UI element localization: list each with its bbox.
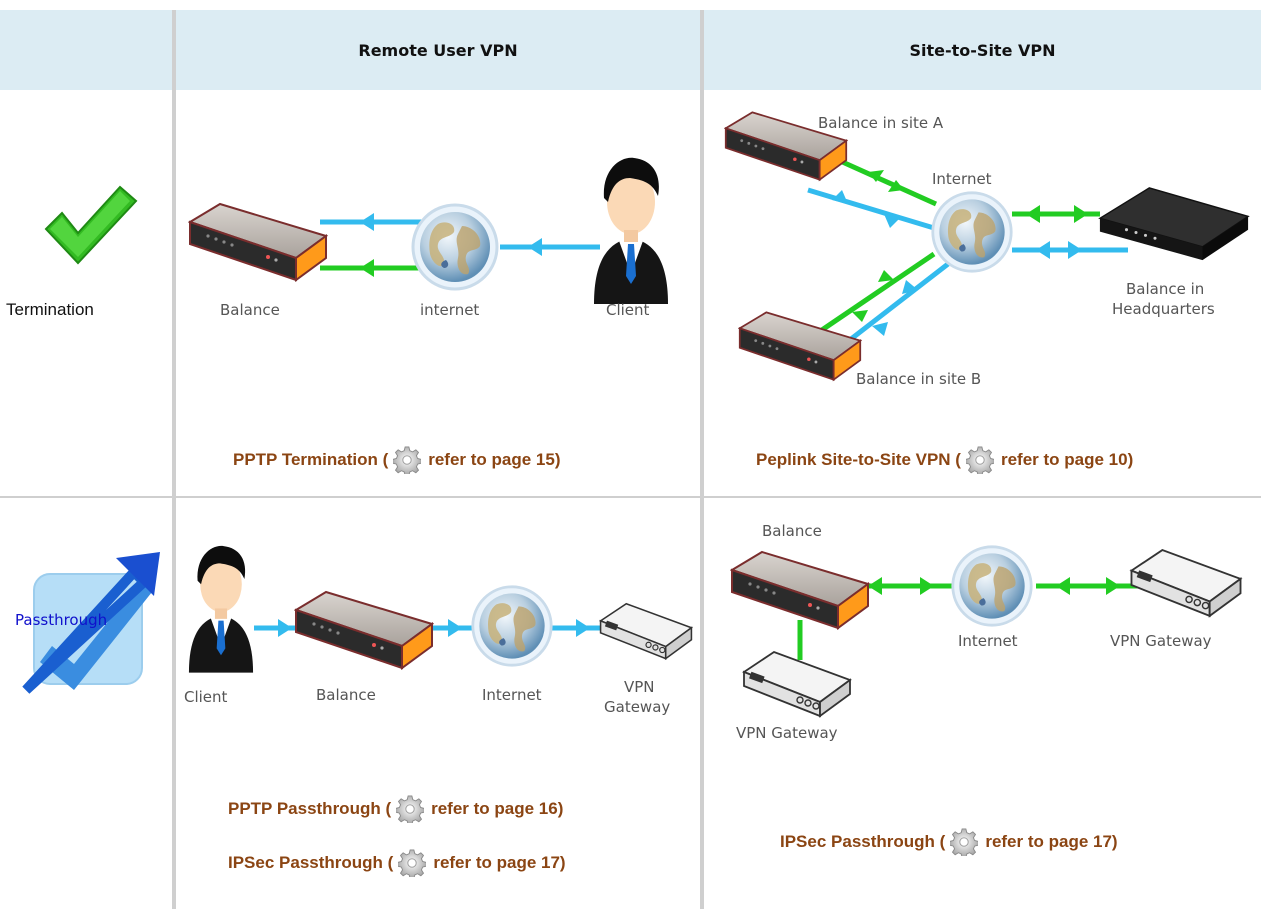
client-person-icon	[594, 157, 668, 304]
internet-globe-icon	[471, 585, 553, 667]
gear-icon	[392, 446, 422, 474]
site-b-label: Balance in site B	[856, 370, 981, 388]
peplink-site-to-site-caption: Peplink Site-to-Site VPN ( refer to page…	[756, 446, 1133, 474]
internet-globe-icon	[411, 203, 499, 291]
client-label: Client	[184, 688, 228, 706]
client-label: Client	[606, 301, 650, 319]
green-link	[814, 251, 936, 337]
vpn-gateway-right-icon	[1130, 549, 1242, 617]
vpn-gateway-right-label: VPN Gateway	[1110, 632, 1212, 650]
termination-row-label: Termination	[6, 300, 94, 319]
vpn-gateway-left-icon	[743, 651, 851, 717]
internet-globe-icon	[951, 545, 1033, 627]
blue-link	[840, 262, 950, 348]
balance-label: Balance	[220, 301, 280, 319]
green-arrow	[1056, 577, 1070, 595]
gateway-label-line1: VPN	[624, 678, 655, 696]
balance-router-icon	[731, 551, 869, 629]
green-arrow	[868, 577, 882, 595]
green-arrow	[920, 577, 934, 595]
remote-user-vpn-header: Remote User VPN	[176, 10, 700, 90]
internet-globe-icon	[931, 191, 1013, 273]
ipsec-passthrough-site-caption: IPSec Passthrough ( refer to page 17)	[780, 828, 1118, 856]
blue-arrow	[884, 214, 900, 228]
gear-icon	[949, 828, 979, 856]
corner-header	[0, 10, 172, 90]
blue-arrow	[1068, 241, 1082, 259]
passthrough-icon: Passthrough	[15, 552, 160, 694]
caption-text: IPSec Passthrough (	[780, 832, 946, 851]
site-to-site-vpn-header: Site-to-Site VPN	[704, 10, 1261, 90]
check-icon	[44, 185, 138, 265]
hq-label-line1: Balance in	[1126, 280, 1204, 298]
caption-ref-link[interactable]: refer to page 16)	[431, 799, 564, 818]
green-arrow	[360, 259, 374, 277]
caption-text: PPTP Termination (	[233, 450, 389, 469]
row-divider	[0, 496, 1261, 498]
passthrough-remote-diagram: Client Balance Internet VPN Gateway	[184, 545, 693, 716]
blue-arrow	[902, 280, 918, 294]
blue-arrow	[1036, 241, 1050, 259]
green-arrow	[1026, 205, 1040, 223]
caption-ref-link[interactable]: refer to page 17)	[985, 832, 1118, 851]
blue-arrow	[576, 619, 590, 637]
internet-label: internet	[420, 301, 479, 319]
internet-label: Internet	[482, 686, 542, 704]
green-arrow	[1074, 205, 1088, 223]
pptp-termination-caption: PPTP Termination ( refer to page 15)	[233, 446, 561, 474]
gear-icon	[965, 446, 995, 474]
green-arrow	[868, 170, 884, 182]
column-divider	[172, 10, 176, 909]
gear-icon	[395, 795, 425, 823]
hq-label-line2: Headquarters	[1112, 300, 1215, 318]
client-person-icon	[188, 545, 254, 673]
gear-icon	[397, 849, 427, 877]
passthrough-site-diagram: Balance Internet VPN Gateway VPN Gateway	[731, 522, 1242, 742]
balance-router-icon	[189, 203, 327, 281]
internet-label: Internet	[932, 170, 992, 188]
balance-label: Balance	[762, 522, 822, 540]
column-divider	[700, 10, 704, 909]
caption-ref-link[interactable]: refer to page 15)	[428, 450, 561, 469]
internet-label: Internet	[958, 632, 1018, 650]
balance-label: Balance	[316, 686, 376, 704]
blue-arrow	[832, 190, 848, 204]
green-arrow	[878, 270, 894, 282]
green-arrow	[888, 180, 904, 192]
caption-text: PPTP Passthrough (	[228, 799, 392, 818]
blue-arrow	[528, 238, 542, 256]
caption-ref-link[interactable]: refer to page 17)	[433, 853, 566, 872]
ipsec-passthrough-caption: IPSec Passthrough ( refer to page 17)	[228, 849, 566, 877]
caption-ref-link[interactable]: refer to page 10)	[1000, 450, 1134, 469]
green-link	[836, 157, 938, 207]
blue-arrow	[278, 619, 292, 637]
site-a-label: Balance in site A	[818, 114, 944, 132]
green-arrow	[852, 310, 868, 322]
gateway-label-line2: Gateway	[604, 698, 670, 716]
caption-text: IPSec Passthrough (	[228, 853, 394, 872]
site-b-router-icon	[738, 311, 862, 381]
termination-site-diagram: Balance in site A Internet Balance in He…	[724, 111, 1249, 388]
vpn-gateway-icon	[599, 602, 693, 660]
pptp-passthrough-caption: PPTP Passthrough ( refer to page 16)	[228, 795, 563, 823]
vpn-gateway-left-label: VPN Gateway	[736, 724, 838, 742]
green-arrow	[1106, 577, 1120, 595]
blue-arrow	[360, 213, 374, 231]
blue-arrow	[448, 619, 462, 637]
balance-router-icon	[295, 591, 433, 669]
blue-arrow	[872, 322, 888, 336]
caption-text: Peplink Site-to-Site VPN (	[756, 450, 961, 469]
blue-link	[807, 187, 935, 231]
termination-remote-diagram: Balance internet Client	[189, 157, 668, 319]
passthrough-icon-text: Passthrough	[15, 611, 107, 629]
